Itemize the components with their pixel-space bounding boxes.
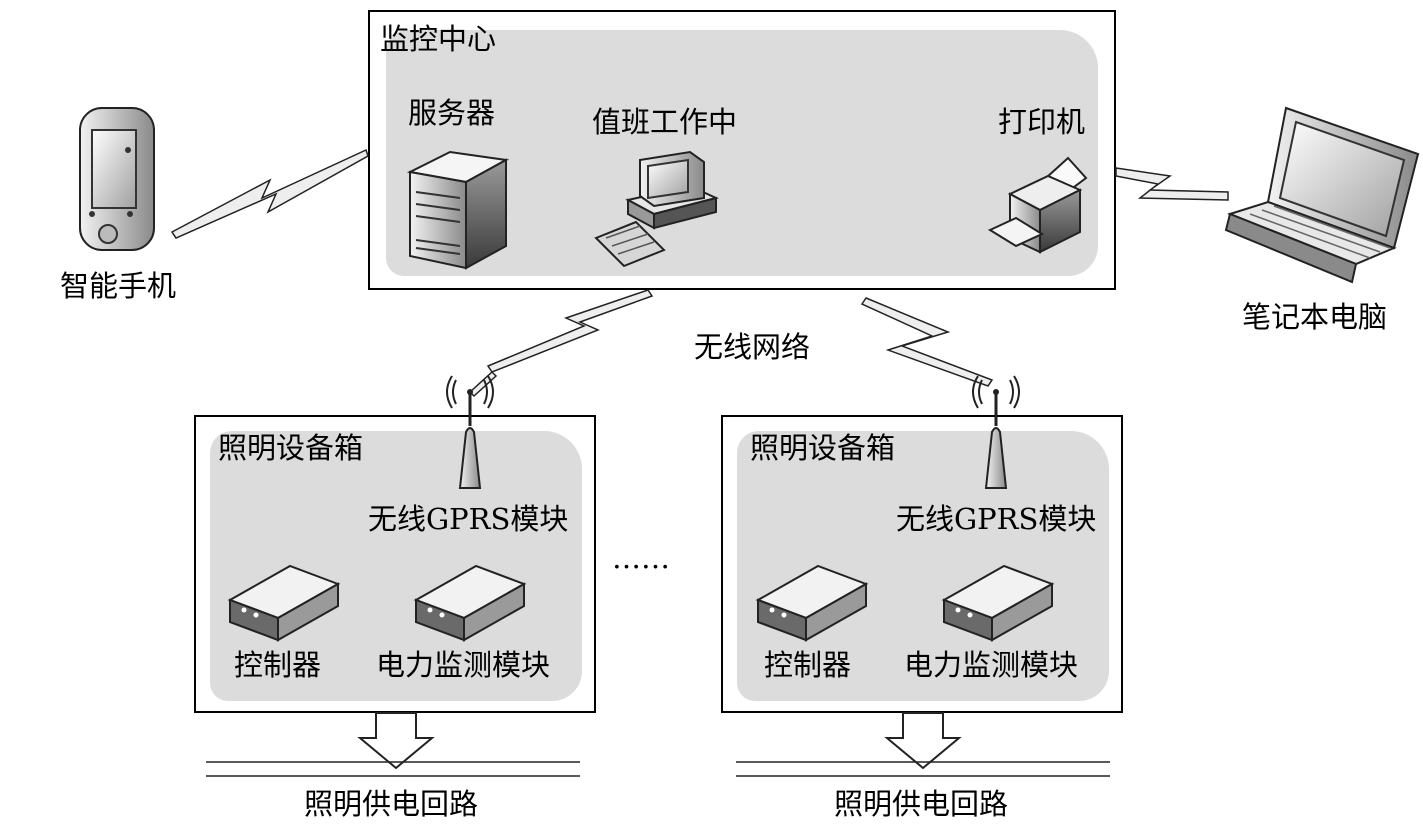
gprs-label-2: 无线GPRS模块: [896, 502, 1097, 536]
power-monitor-label-1: 电力监测模块: [376, 648, 551, 682]
printer-icon: [987, 156, 1088, 254]
gprs-label-1: 无线GPRS模块: [368, 502, 569, 536]
power-monitor-icon-1: [413, 564, 527, 642]
workstation-label: 值班工作中: [592, 105, 738, 139]
controller-icon-1: [227, 564, 341, 642]
wireless-link-laptop: [1115, 167, 1229, 201]
lighting-box-2: [721, 415, 1123, 713]
ellipsis-label: ……: [612, 541, 670, 575]
controller-label-1: 控制器: [234, 648, 322, 682]
down-arrow-1: [357, 712, 435, 770]
controller-label-2: 控制器: [764, 648, 852, 682]
circuit-label-2: 照明供电回路: [834, 787, 1009, 821]
gprs-antenna-icon-1: [446, 375, 494, 489]
smartphone-label: 智能手机: [60, 269, 177, 303]
power-monitor-label-2: 电力监测模块: [904, 648, 1079, 682]
wireless-link-left: [468, 289, 654, 398]
wireless-network-label: 无线网络: [694, 330, 811, 364]
lighting-box-title-1: 照明设备箱: [218, 431, 364, 465]
smartphone-icon: [79, 107, 155, 251]
circuit-label-1: 照明供电回路: [304, 787, 479, 821]
server-icon: [406, 150, 510, 270]
server-label: 服务器: [408, 96, 496, 130]
laptop-icon: [1224, 106, 1420, 284]
lighting-box-title-2: 照明设备箱: [750, 431, 896, 465]
down-arrow-2: [884, 712, 962, 770]
wireless-link-right: [860, 297, 994, 387]
controller-icon-2: [755, 564, 869, 642]
wireless-link-phone: [170, 148, 369, 239]
workstation-icon: [594, 150, 719, 268]
circuit-lines-1: [206, 761, 580, 777]
circuit-lines-2: [736, 761, 1110, 777]
monitoring-center-title: 监控中心: [380, 22, 497, 56]
gprs-antenna-icon-2: [972, 375, 1020, 489]
printer-label: 打印机: [998, 105, 1086, 139]
laptop-label: 笔记本电脑: [1242, 300, 1388, 334]
power-monitor-icon-2: [941, 564, 1055, 642]
